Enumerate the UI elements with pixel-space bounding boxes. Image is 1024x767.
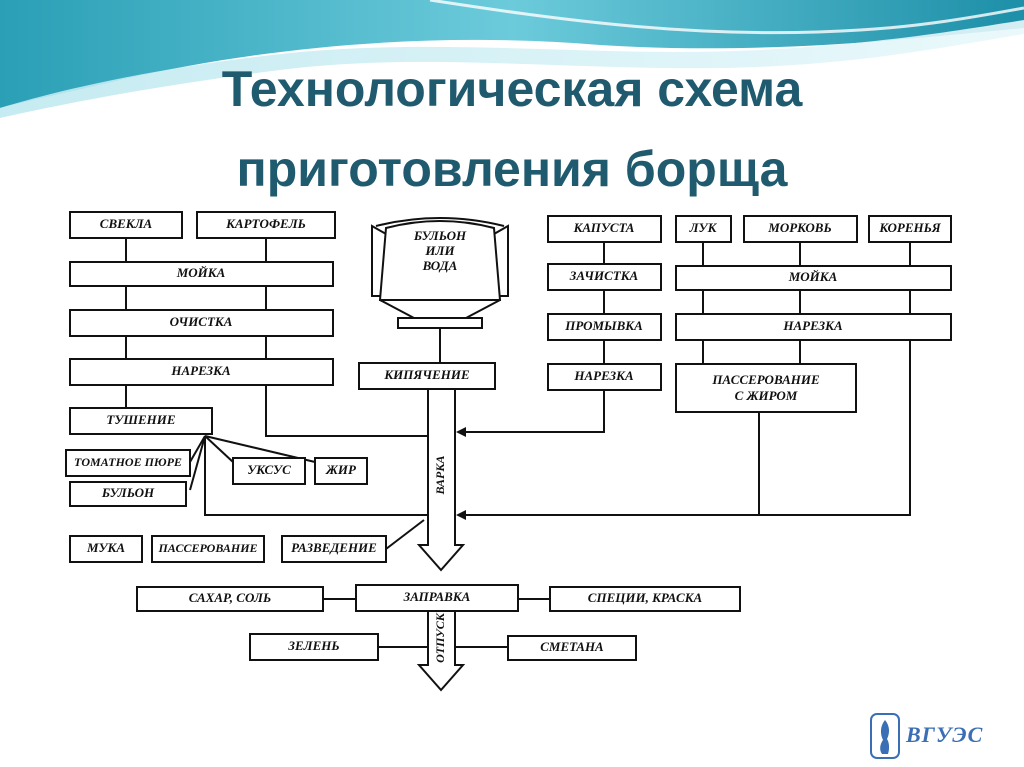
svg-text:КИПЯЧЕНИЕ: КИПЯЧЕНИЕ [383, 367, 470, 382]
node-tushenie: ТУШЕНИЕ [69, 407, 213, 435]
svg-text:ВОДА: ВОДА [422, 258, 458, 273]
svg-text:УКСУС: УКСУС [247, 462, 291, 477]
node-zachistka: ЗАЧИСТКА [547, 263, 662, 291]
svg-text:НАРЕЗКА: НАРЕЗКА [573, 368, 634, 383]
node-kipyachenie: КИПЯЧЕНИЕ [358, 362, 496, 390]
node-zapravka: ЗАПРАВКА [355, 584, 519, 612]
svg-text:СВЕКЛА: СВЕКЛА [100, 216, 153, 231]
svg-text:ТУШЕНИЕ: ТУШЕНИЕ [106, 412, 176, 427]
node-moyka-right: МОЙКА [675, 265, 952, 291]
slide-title-line2: приготовления борща [236, 141, 788, 197]
node-razvedenie: РАЗВЕДЕНИЕ [281, 535, 387, 563]
node-tomatnoe-pyure: ТОМАТНОЕ ПЮРЕ [65, 449, 191, 477]
svg-text:ТОМАТНОЕ ПЮРЕ: ТОМАТНОЕ ПЮРЕ [74, 455, 182, 469]
svg-text:ПАССЕРОВАНИЕ: ПАССЕРОВАНИЕ [157, 541, 257, 555]
varka-arrow: ВАРКА [416, 388, 466, 572]
svg-text:ОЧИСТКА: ОЧИСТКА [170, 314, 233, 329]
node-korenya: КОРЕНЬЯ [868, 215, 952, 243]
node-smetana: СМЕТАНА [507, 635, 637, 661]
crest-icon [870, 713, 900, 759]
svg-text:СПЕЦИИ, КРАСКА: СПЕЦИИ, КРАСКА [588, 590, 703, 605]
otpusk-arrow: ОТПУСК [416, 610, 466, 692]
svg-text:ЗАПРАВКА: ЗАПРАВКА [403, 589, 471, 604]
node-kartofel: КАРТОФЕЛЬ [196, 211, 336, 239]
node-bulon-small: БУЛЬОН [69, 481, 187, 507]
node-narezka-left: НАРЕЗКА [69, 358, 334, 386]
node-svekla: СВЕКЛА [69, 211, 183, 239]
svg-text:ПАССЕРОВАНИЕ: ПАССЕРОВАНИЕ [711, 372, 820, 387]
svg-text:ЖИР: ЖИР [325, 462, 357, 477]
svg-text:ЗЕЛЕНЬ: ЗЕЛЕНЬ [287, 638, 339, 653]
node-muka: МУКА [69, 535, 143, 563]
svg-text:МОРКОВЬ: МОРКОВЬ [767, 220, 831, 235]
svg-text:ПРОМЫВКА: ПРОМЫВКА [564, 318, 643, 333]
university-logo: ВГУЭС [868, 712, 998, 762]
svg-text:БУЛЬОН: БУЛЬОН [413, 228, 467, 243]
slide-title-line1: Технологическая схема [221, 61, 803, 117]
node-zhir: ЖИР [314, 457, 368, 485]
svg-text:КАРТОФЕЛЬ: КАРТОФЕЛЬ [225, 216, 306, 231]
svg-text:С ЖИРОМ: С ЖИРОМ [735, 388, 798, 403]
svg-text:КАПУСТА: КАПУСТА [573, 220, 635, 235]
svg-text:ОТПУСК: ОТПУСК [433, 612, 447, 663]
node-promyvka: ПРОМЫВКА [547, 313, 662, 341]
node-luk: ЛУК [675, 215, 732, 243]
logo-text: ВГУЭС [906, 722, 984, 747]
svg-text:ЛУК: ЛУК [689, 220, 718, 235]
node-passerovanie-zhir: ПАССЕРОВАНИЕ С ЖИРОМ [675, 363, 857, 413]
node-zelen: ЗЕЛЕНЬ [249, 633, 379, 661]
svg-text:МОЙКА: МОЙКА [176, 265, 226, 280]
node-uksus: УКСУС [232, 457, 306, 485]
svg-text:КОРЕНЬЯ: КОРЕНЬЯ [878, 220, 941, 235]
svg-text:МУКА: МУКА [86, 540, 125, 555]
svg-text:ИЛИ: ИЛИ [424, 243, 455, 258]
svg-text:РАЗВЕДЕНИЕ: РАЗВЕДЕНИЕ [291, 540, 377, 555]
svg-text:БУЛЬОН: БУЛЬОН [101, 485, 155, 500]
node-specii-kraska: СПЕЦИИ, КРАСКА [549, 586, 741, 612]
node-passerovanie-small: ПАССЕРОВАНИЕ [151, 535, 265, 563]
broth-tank: БУЛЬОН ИЛИ ВОДА [371, 217, 509, 329]
svg-text:МОЙКА: МОЙКА [788, 269, 838, 284]
node-ochistka: ОЧИСТКА [69, 309, 334, 337]
svg-text:ЗАЧИСТКА: ЗАЧИСТКА [569, 268, 639, 283]
node-sahar-sol: САХАР, СОЛЬ [136, 586, 324, 612]
node-narezka-right: НАРЕЗКА [675, 313, 952, 341]
node-morkov: МОРКОВЬ [743, 215, 858, 243]
svg-text:НАРЕЗКА: НАРЕЗКА [782, 318, 843, 333]
node-kapusta: КАПУСТА [547, 215, 662, 243]
header-wave-decoration [0, 0, 1024, 118]
node-moyka-left: МОЙКА [69, 261, 334, 287]
svg-text:САХАР, СОЛЬ: САХАР, СОЛЬ [189, 590, 271, 605]
svg-text:НАРЕЗКА: НАРЕЗКА [170, 363, 231, 378]
svg-text:СМЕТАНА: СМЕТАНА [540, 639, 604, 654]
node-narezka-cabbage: НАРЕЗКА [547, 363, 662, 391]
svg-text:ВАРКА: ВАРКА [433, 455, 447, 495]
